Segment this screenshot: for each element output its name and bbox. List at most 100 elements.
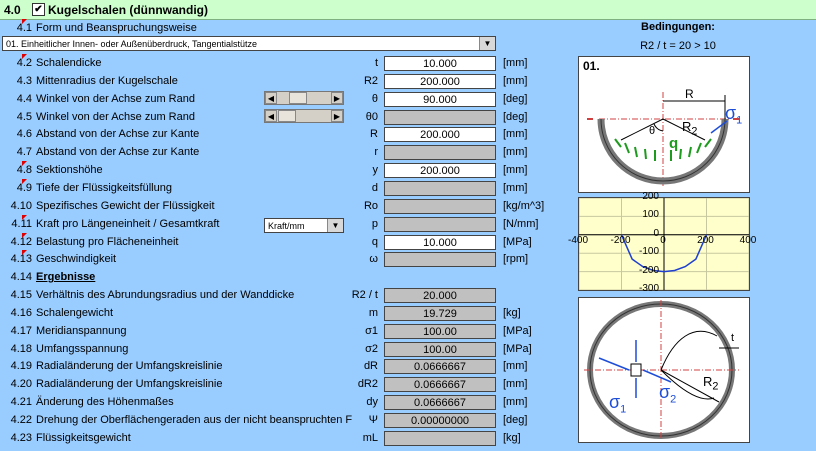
row-number: 4.4	[16, 93, 32, 105]
radius-label: R	[685, 87, 694, 101]
scroll-thumb[interactable]	[278, 110, 296, 122]
row-unit: [MPa]	[503, 236, 532, 248]
row-value: 19.729	[384, 306, 496, 321]
row-label: Mittenradius der Kugelschale	[36, 75, 178, 87]
row-unit: [N/mm]	[503, 218, 539, 230]
section-checkbox[interactable]: ✔	[32, 3, 45, 16]
row-label: Radialänderung der Umfangskreislinie	[36, 378, 223, 390]
row-value	[384, 181, 496, 196]
row-value	[384, 431, 496, 446]
row-unit: [MPa]	[503, 343, 532, 355]
row-number: 4.3	[16, 75, 32, 87]
row-symbol: R2 / t	[351, 289, 378, 301]
arrow-right-icon[interactable]: ▶	[331, 92, 343, 104]
row-value[interactable]: 200.000	[384, 163, 496, 178]
conditions-text: R2 / t = 20 > 10	[640, 40, 716, 52]
row-label: Änderung des Höhenmaßes	[36, 396, 174, 408]
row-number: 4.8	[16, 164, 32, 176]
row-number: 4.21	[10, 396, 32, 408]
kraft-select-value: Kraft/mm	[268, 221, 305, 231]
arrow-left-icon[interactable]: ◀	[265, 110, 277, 122]
conditions-title: Bedingungen:	[641, 21, 715, 33]
row-number: 4.15	[10, 289, 32, 301]
row-unit: [deg]	[503, 111, 528, 123]
form-select[interactable]: 01. Einheitlicher Innen- oder Außenüberd…	[2, 36, 496, 51]
theta-label: θ	[649, 125, 656, 137]
theta0-spinner[interactable]: ◀ ▶	[264, 109, 344, 123]
sigma1-label: σ1	[609, 392, 627, 416]
row-value[interactable]: 200.000	[384, 74, 496, 89]
row-value	[384, 110, 496, 125]
row-label: Verhältnis des Abrundungsradius und der …	[36, 289, 295, 301]
row-value: 0.0666667	[384, 395, 496, 410]
comment-marker	[22, 179, 27, 184]
arrow-left-icon[interactable]: ◀	[265, 92, 277, 104]
row-unit: [rpm]	[503, 253, 529, 265]
row-value: 0.0666667	[384, 359, 496, 374]
row-value: 0.0666667	[384, 377, 496, 392]
row-symbol: σ2	[365, 343, 378, 355]
y-tick-label: -100	[638, 246, 659, 258]
row-unit: [mm]	[503, 57, 528, 69]
row-number: 4.13	[10, 253, 32, 265]
y-tick-label: 100	[642, 209, 659, 221]
row-number: 4.1	[16, 22, 32, 34]
row-value	[384, 217, 496, 232]
row-number: 4.9	[16, 182, 32, 194]
row-unit: [kg]	[503, 432, 521, 444]
row-number: 4.23	[10, 432, 32, 444]
section-title: Kugelschalen (dünnwandig)	[48, 3, 209, 17]
row-value: 20.000	[384, 288, 496, 303]
deformation-chart	[578, 197, 750, 291]
row-label: Ergebnisse	[36, 271, 96, 283]
section-header: 4.0 ✔ Kugelschalen (dünnwandig)	[0, 0, 816, 20]
row-symbol: dy	[366, 396, 378, 408]
y-tick-label: 200	[642, 191, 659, 202]
row-symbol: d	[371, 182, 378, 194]
row-number: 4.12	[10, 236, 32, 248]
kraft-select[interactable]: Kraft/mm ▼	[264, 218, 344, 233]
row-symbol: dR2	[357, 378, 378, 390]
arrow-right-icon[interactable]: ▶	[331, 110, 343, 122]
chevron-down-icon[interactable]: ▼	[327, 219, 343, 232]
row-number: 4.2	[16, 57, 32, 69]
row-label: Radialänderung der Umfangskreislinie	[36, 360, 223, 372]
row-value[interactable]: 200.000	[384, 127, 496, 142]
row-symbol: q	[371, 236, 378, 248]
row-value[interactable]: 10.000	[384, 235, 496, 250]
comment-marker	[22, 161, 27, 166]
row-label: Abstand von der Achse zur Kante	[36, 128, 200, 140]
row-symbol: p	[371, 218, 378, 230]
row-unit: [kg]	[503, 307, 521, 319]
pressure-label: q	[669, 135, 679, 152]
row-label: Meridianspannung	[36, 325, 127, 337]
row-symbol: σ1	[365, 325, 378, 337]
row-unit: [deg]	[503, 93, 528, 105]
radius2-label: R2	[682, 119, 698, 138]
comment-marker	[22, 233, 27, 238]
radius2-label: R2	[703, 374, 719, 393]
row-label: Sektionshöhe	[36, 164, 103, 176]
row-number: 4.10	[10, 200, 32, 212]
row-label: Abstand von der Achse zur Kante	[36, 146, 200, 158]
row-value[interactable]: 90.000	[384, 92, 496, 107]
row-unit: [mm]	[503, 360, 528, 372]
chevron-down-icon[interactable]: ▼	[479, 37, 495, 50]
row-label: Flüssigkeitsgewicht	[36, 432, 131, 444]
row-symbol: t	[374, 57, 378, 69]
row-value	[384, 199, 496, 214]
series-line	[620, 234, 708, 273]
comment-marker	[22, 19, 27, 24]
row-symbol: r	[374, 146, 378, 158]
y-tick-label: -200	[638, 264, 659, 276]
row-value: 0.00000000	[384, 413, 496, 428]
row-value[interactable]: 10.000	[384, 56, 496, 71]
comment-marker	[22, 215, 27, 220]
x-tick-label: 400	[739, 234, 757, 246]
row-number: 4.6	[16, 128, 32, 140]
theta-spinner[interactable]: ◀ ▶	[264, 91, 344, 105]
scroll-thumb[interactable]	[289, 92, 307, 104]
row-symbol: dR	[363, 360, 378, 372]
hemisphere-drawing	[587, 92, 739, 187]
row-symbol: Ψ	[368, 414, 378, 426]
